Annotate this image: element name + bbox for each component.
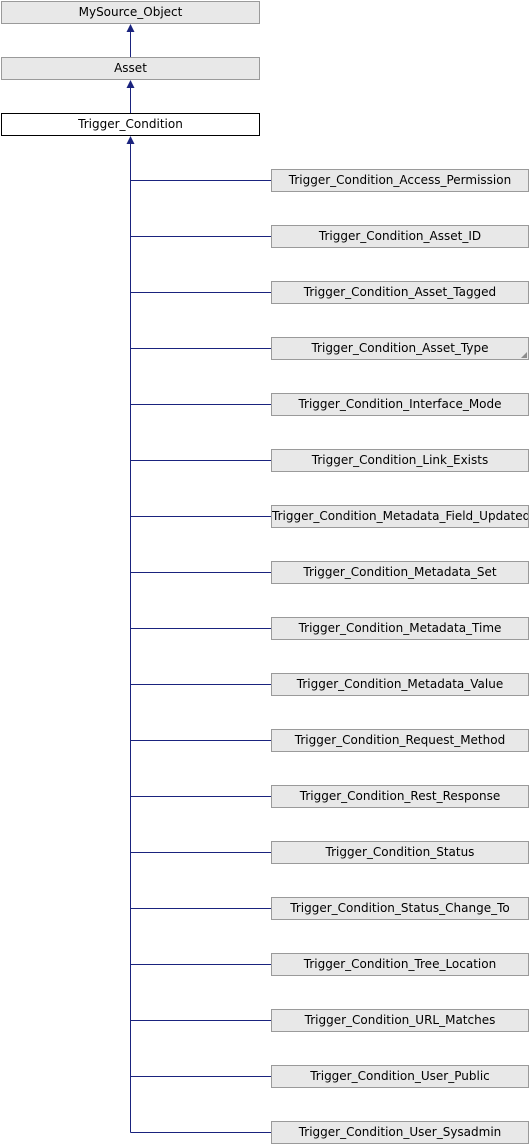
class-node-request-method[interactable]: Trigger_Condition_Request_Method — [271, 729, 529, 752]
class-node-metadata-field-updated[interactable]: Trigger_Condition_Metadata_Field_Updated — [271, 505, 529, 528]
class-node-trigger-condition-current: Trigger_Condition — [1, 113, 260, 136]
class-node-asset-tagged[interactable]: Trigger_Condition_Asset_Tagged — [271, 281, 529, 304]
class-node-asset-type[interactable]: Trigger_Condition_Asset_Type — [271, 337, 529, 360]
class-node-link-exists[interactable]: Trigger_Condition_Link_Exists — [271, 449, 529, 472]
class-node-url-matches[interactable]: Trigger_Condition_URL_Matches — [271, 1009, 529, 1032]
class-node-user-sysadmin[interactable]: Trigger_Condition_User_Sysadmin — [271, 1121, 529, 1144]
class-node-mysource-object[interactable]: MySource_Object — [1, 1, 260, 24]
class-node-asset-id[interactable]: Trigger_Condition_Asset_ID — [271, 225, 529, 248]
class-node-user-public[interactable]: Trigger_Condition_User_Public — [271, 1065, 529, 1088]
arrowhead-mysource-object-icon — [126, 24, 135, 32]
has-subclasses-marker-icon — [521, 352, 527, 358]
class-node-metadata-set[interactable]: Trigger_Condition_Metadata_Set — [271, 561, 529, 584]
class-node-rest-response[interactable]: Trigger_Condition_Rest_Response — [271, 785, 529, 808]
class-node-metadata-value[interactable]: Trigger_Condition_Metadata_Value — [271, 673, 529, 696]
class-node-asset[interactable]: Asset — [1, 57, 260, 80]
class-node-tree-location[interactable]: Trigger_Condition_Tree_Location — [271, 953, 529, 976]
class-node-interface-mode[interactable]: Trigger_Condition_Interface_Mode — [271, 393, 529, 416]
class-node-status-change-to[interactable]: Trigger_Condition_Status_Change_To — [271, 897, 529, 920]
class-node-metadata-time[interactable]: Trigger_Condition_Metadata_Time — [271, 617, 529, 640]
class-node-status[interactable]: Trigger_Condition_Status — [271, 841, 529, 864]
class-node-access-permission[interactable]: Trigger_Condition_Access_Permission — [271, 169, 529, 192]
arrowhead-trigger-condition-icon — [126, 136, 135, 144]
arrowhead-asset-icon — [126, 80, 135, 88]
